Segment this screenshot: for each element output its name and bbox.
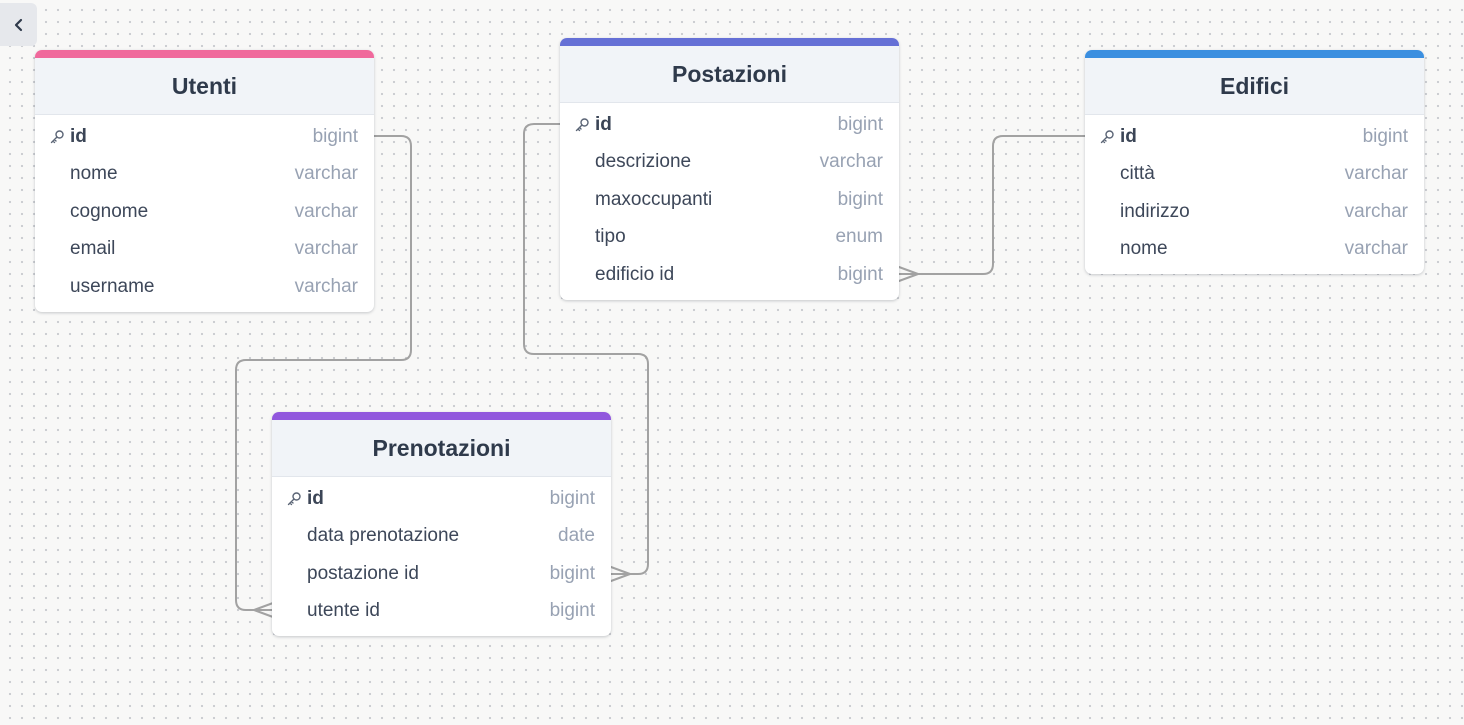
column-row[interactable]: id bigint bbox=[272, 480, 611, 518]
table-header: Prenotazioni bbox=[272, 420, 611, 477]
column-row[interactable]: descrizione varchar bbox=[560, 144, 899, 182]
column-row[interactable]: nome varchar bbox=[1085, 231, 1424, 269]
column-row[interactable]: id bigint bbox=[1085, 118, 1424, 156]
column-name: descrizione bbox=[595, 151, 692, 173]
table-edifici[interactable]: Edifici id bigint città varchar indirizz… bbox=[1085, 50, 1424, 274]
column-type: bigint bbox=[549, 562, 595, 584]
table-title: Edifici bbox=[1219, 72, 1289, 99]
column-type: varchar bbox=[294, 200, 358, 222]
key-icon bbox=[1099, 129, 1120, 145]
column-row[interactable]: cognome varchar bbox=[35, 193, 374, 231]
column-row[interactable]: città varchar bbox=[1085, 156, 1424, 194]
table-accent-bar bbox=[272, 412, 611, 420]
column-row[interactable]: email varchar bbox=[35, 231, 374, 269]
column-type: bigint bbox=[549, 487, 595, 509]
key-icon bbox=[574, 117, 595, 133]
key-icon bbox=[286, 491, 307, 507]
table-title: Utenti bbox=[171, 72, 238, 99]
column-type: bigint bbox=[837, 263, 883, 285]
column-type: varchar bbox=[294, 238, 358, 260]
column-row[interactable]: nome varchar bbox=[35, 156, 374, 194]
table-header: Utenti bbox=[35, 58, 374, 115]
column-name: data prenotazione bbox=[307, 525, 460, 547]
collapse-panel-button[interactable] bbox=[0, 3, 37, 46]
column-name: indirizzo bbox=[1120, 200, 1190, 222]
column-name: postazione id bbox=[307, 562, 419, 584]
column-name: nome bbox=[1120, 238, 1168, 260]
column-name: nome bbox=[70, 163, 118, 185]
column-type: varchar bbox=[294, 275, 358, 297]
table-postazioni[interactable]: Postazioni id bigint descrizione varchar… bbox=[560, 38, 899, 300]
column-type: varchar bbox=[1344, 200, 1408, 222]
crowfoot-utente-id bbox=[253, 602, 274, 618]
table-accent-bar bbox=[1085, 50, 1424, 58]
key-icon bbox=[49, 129, 70, 145]
column-row[interactable]: id bigint bbox=[35, 118, 374, 156]
table-header: Edifici bbox=[1085, 58, 1424, 115]
column-row[interactable]: data prenotazione date bbox=[272, 518, 611, 556]
table-utenti[interactable]: Utenti id bigint nome varchar cognome va… bbox=[35, 50, 374, 312]
column-type: enum bbox=[835, 226, 883, 248]
chevron-left-icon bbox=[14, 18, 22, 31]
column-name: username bbox=[70, 275, 155, 297]
column-row[interactable]: tipo enum bbox=[560, 219, 899, 257]
column-row[interactable]: utente id bigint bbox=[272, 593, 611, 631]
column-row[interactable]: edificio id bigint bbox=[560, 256, 899, 294]
column-name: città bbox=[1120, 163, 1155, 185]
column-row[interactable]: id bigint bbox=[560, 106, 899, 144]
column-type: date bbox=[558, 525, 595, 547]
column-name: utente id bbox=[307, 600, 380, 622]
column-row[interactable]: postazione id bigint bbox=[272, 555, 611, 593]
column-row[interactable]: username varchar bbox=[35, 268, 374, 306]
column-type: varchar bbox=[294, 163, 358, 185]
column-type: bigint bbox=[1362, 125, 1408, 147]
column-name: id bbox=[595, 113, 612, 135]
crowfoot-edificio-id bbox=[898, 266, 919, 282]
column-name: id bbox=[1120, 125, 1137, 147]
table-accent-bar bbox=[560, 38, 899, 46]
column-type: bigint bbox=[837, 188, 883, 210]
column-type: bigint bbox=[549, 600, 595, 622]
column-name: id bbox=[70, 125, 87, 147]
table-prenotazioni[interactable]: Prenotazioni id bigint data prenotazione… bbox=[272, 412, 611, 636]
table-accent-bar bbox=[35, 50, 374, 58]
relation-edifici-postazioni bbox=[898, 135, 1086, 275]
column-type: varchar bbox=[1344, 238, 1408, 260]
table-title: Postazioni bbox=[671, 60, 787, 87]
column-row[interactable]: maxoccupanti bigint bbox=[560, 181, 899, 219]
column-name: tipo bbox=[595, 226, 626, 248]
column-name: email bbox=[70, 238, 116, 260]
crowfoot-postazione-id bbox=[610, 566, 631, 582]
column-name: edificio id bbox=[595, 263, 675, 285]
column-type: varchar bbox=[1344, 163, 1408, 185]
column-name: cognome bbox=[70, 200, 149, 222]
table-header: Postazioni bbox=[560, 46, 899, 103]
column-type: bigint bbox=[837, 113, 883, 135]
table-title: Prenotazioni bbox=[372, 434, 511, 461]
column-type: bigint bbox=[312, 125, 358, 147]
column-name: id bbox=[307, 487, 324, 509]
column-row[interactable]: indirizzo varchar bbox=[1085, 193, 1424, 231]
column-name: maxoccupanti bbox=[595, 188, 713, 210]
column-type: varchar bbox=[819, 151, 883, 173]
